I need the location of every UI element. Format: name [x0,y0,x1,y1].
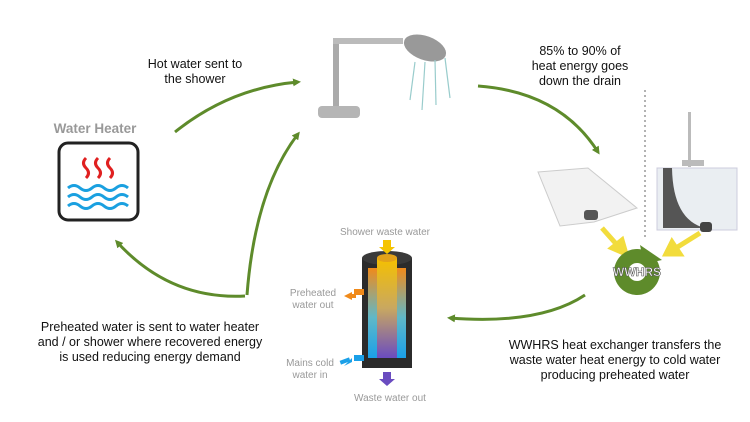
shower-illustration [318,34,451,118]
shower-tray [537,167,639,227]
caption-line: is used reducing energy demand [59,350,241,364]
arrow-wwhrs-to-unit [447,293,586,323]
waste-out-label: Waste water out [354,393,426,404]
preheated-out-label: Preheated water out [278,288,348,312]
water-heater-title: Water Heater [53,121,137,136]
label-line: Mains cold [286,358,334,369]
caption-line: waste water heat energy to cold water [509,353,721,367]
drain-caption: 85% to 90% of heat energy goes down the … [510,44,650,89]
exchanger-caption: WWHRS heat exchanger transfers the waste… [480,338,750,383]
cycle-arrows [114,78,600,323]
water-heater-icon [57,141,140,222]
wwhrs-label: WWHRS [613,265,662,280]
heat-exchanger-unit [339,240,412,386]
caption-line: and / or shower where recovered energy [37,335,263,349]
shower-waste-label: Shower waste water [339,227,431,238]
arrow-unit-to-heater [114,239,246,298]
caption-line: the shower [164,72,226,86]
arrow-drain [477,84,600,155]
bath [656,112,738,232]
caption-line: down the drain [538,74,621,88]
label-line: water in [292,370,328,381]
caption-line: producing preheated water [540,368,690,382]
label-line: water out [292,300,334,311]
caption-line: Preheated water is sent to water heater [40,320,260,334]
arrow-heater-to-shower [174,78,301,134]
caption-line: 85% to 90% of [539,44,621,58]
hot-water-caption: Hot water sent to the shower [120,57,270,87]
arrow-unit-to-shower [245,131,300,296]
mains-in-label: Mains cold water in [275,358,345,382]
caption-line: Hot water sent to [147,57,243,71]
preheated-caption: Preheated water is sent to water heater … [0,320,300,365]
label-line: Preheated [289,288,337,299]
caption-line: heat energy goes [531,59,629,73]
wwhrs-cycle-icon [614,245,662,295]
caption-line: WWHRS heat exchanger transfers the [508,338,722,352]
